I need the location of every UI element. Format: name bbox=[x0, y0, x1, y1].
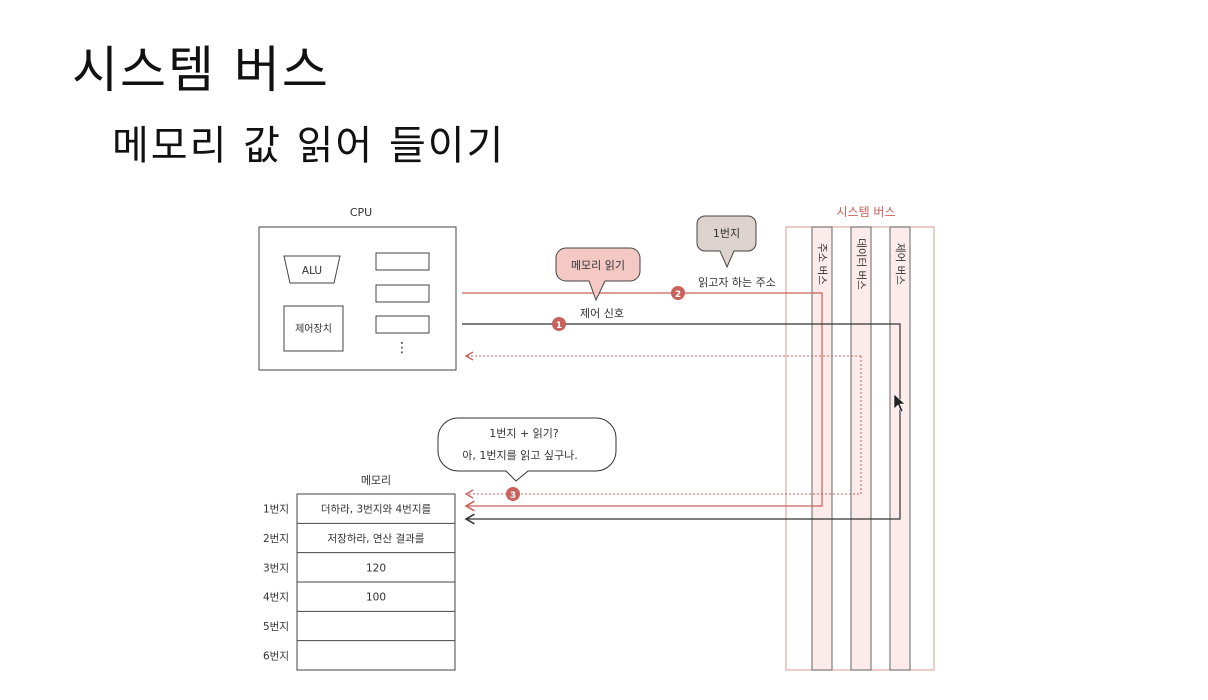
memory-address-label: 4번지 bbox=[263, 592, 289, 604]
address-bubble: 1번지 bbox=[696, 215, 757, 269]
memory-cell-value: 100 bbox=[366, 592, 386, 604]
step-marker-3: 3 bbox=[506, 487, 520, 501]
alu-label: ALU bbox=[302, 265, 322, 277]
register bbox=[375, 315, 430, 334]
cursor-icon bbox=[893, 393, 906, 413]
register bbox=[375, 284, 430, 303]
memory-label: 메모리 bbox=[361, 474, 391, 487]
memory-address-label: 6번지 bbox=[263, 650, 289, 662]
control-signal-line bbox=[462, 323, 901, 525]
register-ellipsis: ⋮ bbox=[395, 340, 409, 356]
step-1-label: 1 bbox=[556, 321, 562, 331]
register bbox=[375, 252, 430, 271]
memory-speech-bubble: 1번지 + 읽기? 아, 1번지를 읽고 싶구나. bbox=[437, 417, 617, 482]
memory-address-label: 3번지 bbox=[263, 562, 289, 574]
data-bus-label: 데이터 버스 bbox=[855, 238, 867, 290]
control-unit-box bbox=[283, 305, 344, 352]
slide-subtitle: 메모리 값 읽어 들이기 bbox=[112, 123, 506, 169]
cpu: CPU ALU 제어장치 ⋮ bbox=[258, 206, 457, 371]
step-marker-2: 2 bbox=[671, 286, 685, 300]
memory: 메모리 1번지 더하라, 3번지와 4번지를 2번지 저장하라, 연산 결과를 3번지 1… bbox=[263, 474, 456, 671]
cpu-label: CPU bbox=[350, 206, 372, 219]
memory-address-label: 1번지 bbox=[263, 504, 289, 516]
speech-line-2: 아, 1번지를 읽고 싶구나. bbox=[462, 449, 578, 462]
control-signal-label: 제어 신호 bbox=[580, 307, 624, 320]
system-bus: 시스템 버스 주소 버스 데이터 버스 제어 버스 bbox=[785, 205, 935, 671]
alu-shape bbox=[283, 255, 341, 284]
control-unit-label: 제어장치 bbox=[295, 323, 332, 335]
system-bus-label: 시스템 버스 bbox=[836, 205, 895, 219]
address-bus-label: 주소 버스 bbox=[816, 243, 828, 285]
memory-cell-value: 120 bbox=[366, 562, 386, 574]
step-marker-1: 1 bbox=[552, 317, 566, 331]
memory-address-label: 2번지 bbox=[263, 533, 289, 545]
signal-lines bbox=[462, 292, 901, 525]
memory-data-line bbox=[464, 356, 862, 499]
control-bus-label: 제어 버스 bbox=[894, 243, 906, 285]
slide-title: 시스템 버스 bbox=[72, 41, 330, 99]
step-3-label: 3 bbox=[510, 491, 516, 501]
memory-read-bubble-text: 메모리 읽기 bbox=[571, 259, 625, 272]
step-2-label: 2 bbox=[675, 290, 681, 300]
memory-address-label: 5번지 bbox=[263, 621, 289, 633]
memory-read-bubble: 메모리 읽기 bbox=[555, 247, 641, 302]
address-bubble-text: 1번지 bbox=[713, 227, 740, 240]
address-line bbox=[462, 292, 823, 512]
memory-cell-value: 더하라, 3번지와 4번지를 bbox=[321, 503, 432, 516]
memory-cell-value: 저장하라, 연산 결과를 bbox=[328, 532, 425, 545]
speech-line-1: 1번지 + 읽기? bbox=[489, 427, 559, 440]
address-wanted-label: 읽고자 하는 주소 bbox=[698, 275, 776, 289]
